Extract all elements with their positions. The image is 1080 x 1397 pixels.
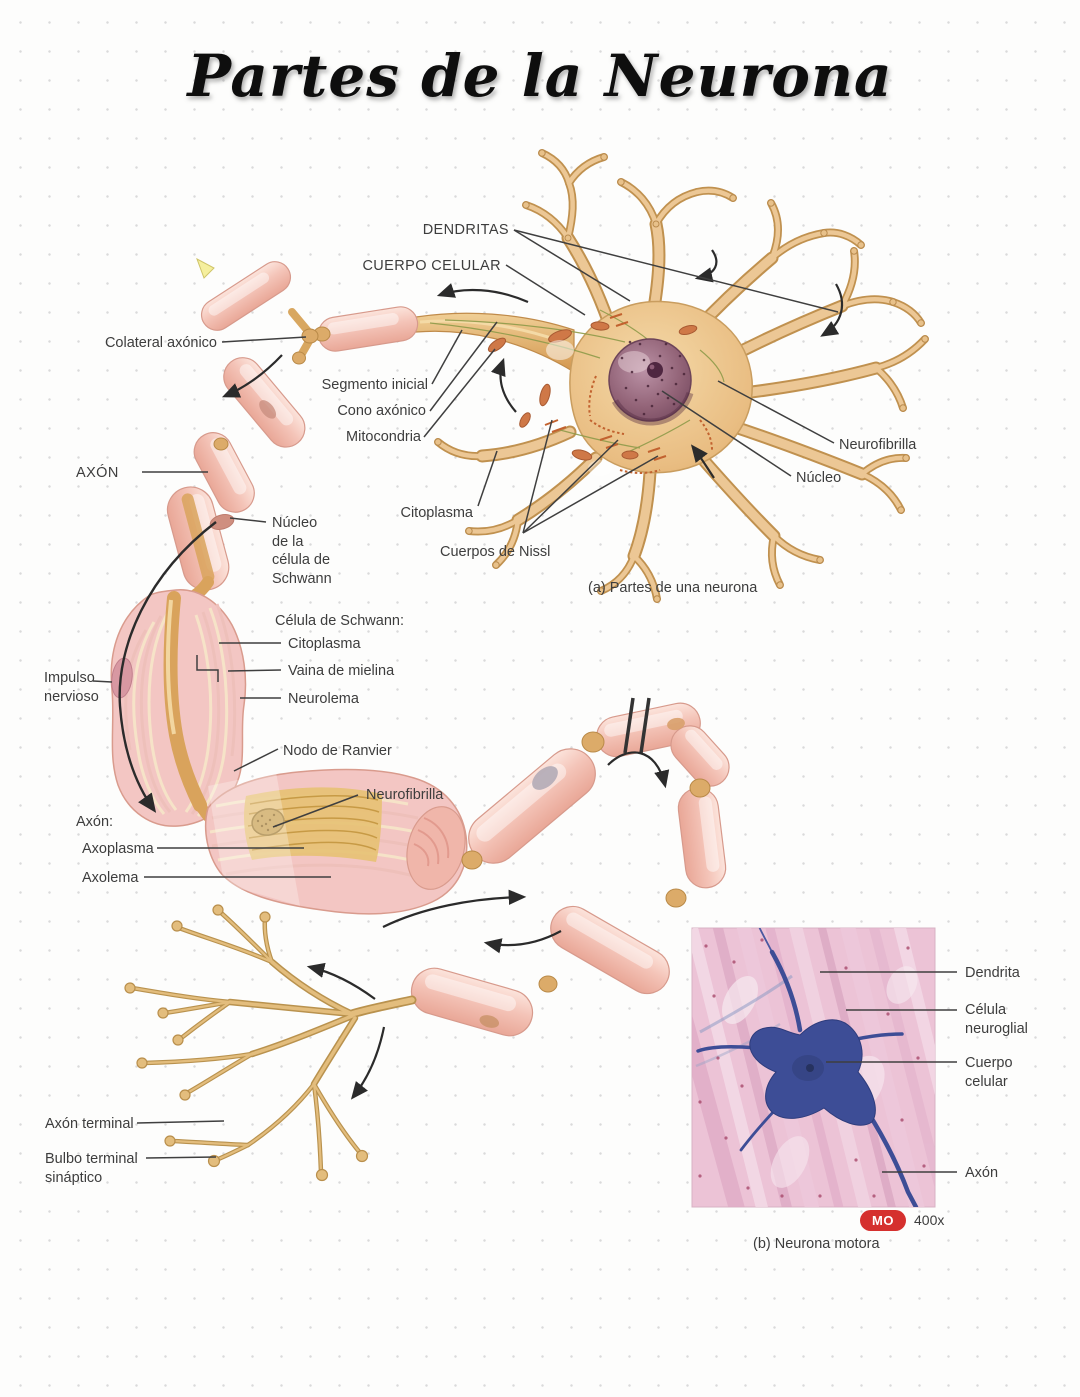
caption-figure-b: (b) Neurona motora <box>753 1236 880 1252</box>
label-axon-b: Axón <box>965 1165 999 1181</box>
synaptic-end-bulbs <box>124 904 369 1182</box>
label-line: Bulbo terminal <box>45 1151 138 1167</box>
motor-neuron-blue <box>696 928 919 1207</box>
label-bulbo-terminal-sinaptico: Bulbo terminal sináptico <box>45 1150 138 1187</box>
myelin-cutaway-vertical <box>110 589 247 839</box>
label-celula-neuroglial: Célula neuroglial <box>965 1001 1028 1038</box>
label-nucleo-soma: Núcleo <box>796 470 842 486</box>
label-line: Cuerpo <box>965 1055 1013 1071</box>
dendrites <box>434 149 929 603</box>
label-citoplasma-schwann: Citoplasma <box>288 636 361 652</box>
mo-badge: MO <box>860 1210 906 1231</box>
label-cono-axonico: Cono axónico <box>337 403 426 419</box>
label-axon-terminal: Axón terminal <box>45 1116 134 1132</box>
label-line: celular <box>965 1073 1008 1090</box>
label-line: Célula <box>965 1002 1007 1018</box>
label-line: de la <box>272 533 304 550</box>
label-vaina-de-mielina: Vaina de mielina <box>288 663 395 679</box>
label-axon: AXÓN <box>76 465 119 481</box>
label-line: Schwann <box>272 570 332 587</box>
label-impulso-nervioso: Impulso nervioso <box>44 669 99 706</box>
myelin-chain-lower <box>410 697 730 1037</box>
label-celula-schwann-encabezado: Célula de Schwann: <box>275 613 404 629</box>
mitochondria <box>487 321 698 461</box>
neurofibrils <box>429 309 725 453</box>
caption-figure-a: (a) Partes de una neurona <box>588 580 758 596</box>
label-line: neuroglial <box>965 1020 1028 1037</box>
label-line: sináptico <box>45 1169 103 1186</box>
label-neurofibrilla-soma: Neurofibrilla <box>839 437 917 453</box>
leader-lines <box>92 229 957 1173</box>
label-segmento-inicial: Segmento inicial <box>321 377 428 393</box>
label-neurolema: Neurolema <box>288 691 359 707</box>
label-colateral-axonico: Colateral axónico <box>104 335 217 351</box>
label-line: célula de <box>272 552 331 568</box>
label-cuerpo-celular-b: Cuerpo celular <box>965 1054 1013 1091</box>
cell-body <box>429 300 753 476</box>
label-mitocondria: Mitocondria <box>346 429 421 445</box>
nissl-bodies <box>544 313 713 474</box>
label-line: Impulso <box>44 670 95 686</box>
nucleus <box>608 338 694 426</box>
label-dendritas: DENDRITAS <box>422 222 509 238</box>
magnification-label: 400x <box>914 1212 945 1228</box>
direction-arrows <box>118 249 844 1100</box>
axon-terminal-tree <box>124 904 417 1182</box>
micrograph-image <box>691 927 936 1208</box>
label-line: Núcleo <box>272 515 318 531</box>
label-line: nervioso <box>44 688 99 705</box>
label-cuerpo-celular: CUERPO CELULAR <box>362 258 501 274</box>
label-nodo-de-ranvier: Nodo de Ranvier <box>283 743 392 759</box>
label-axolema: Axolema <box>82 870 139 886</box>
label-cuerpos-de-nissl: Cuerpos de Nissl <box>440 544 551 560</box>
nucleolus <box>647 362 663 378</box>
label-dendrita-b: Dendrita <box>965 965 1020 981</box>
label-axon-encabezado: Axón: <box>76 814 114 830</box>
label-neurofibrilla-axon: Neurofibrilla <box>366 787 444 803</box>
label-nucleo-celula-schwann: Núcleo de la célula de Schwann <box>272 514 332 588</box>
label-axoplasma: Axoplasma <box>82 841 154 857</box>
neurofibril-bundle <box>251 808 285 836</box>
page-title: Partes de la Neurona <box>187 42 893 110</box>
break-symbol <box>623 697 651 754</box>
label-citoplasma-soma: Citoplasma <box>400 505 473 521</box>
